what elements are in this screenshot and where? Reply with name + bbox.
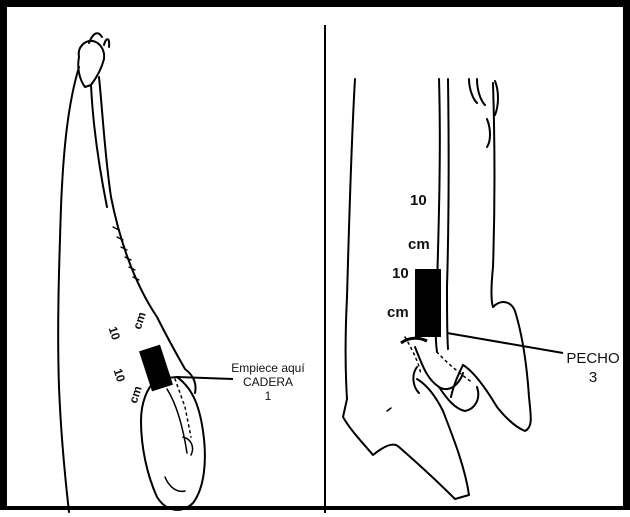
right-callout-label: PECHO [561,351,625,366]
right-measure-bottom-value: 10 [392,266,409,281]
illustration [7,7,630,517]
right-callout-line [447,333,563,353]
right-callout-number: 3 [561,370,625,385]
right-callout-text: PECHO 3 [561,351,625,385]
left-leg-drawing [58,33,205,512]
right-measure-bottom-unit: cm [387,305,409,320]
right-measure-top-unit: cm [408,237,430,252]
left-measure-block [139,345,173,392]
right-callout-tick [401,338,427,343]
right-measure-block [415,269,441,337]
right-measure-top-value: 10 [410,193,427,208]
left-callout-line [177,377,233,379]
left-callout-text: Empiece aquí CADERA 1 [231,362,305,402]
left-callout-number: 1 [231,390,305,402]
left-callout-line1: Empiece aquí [231,362,305,374]
left-callout-line2: CADERA [231,376,305,388]
